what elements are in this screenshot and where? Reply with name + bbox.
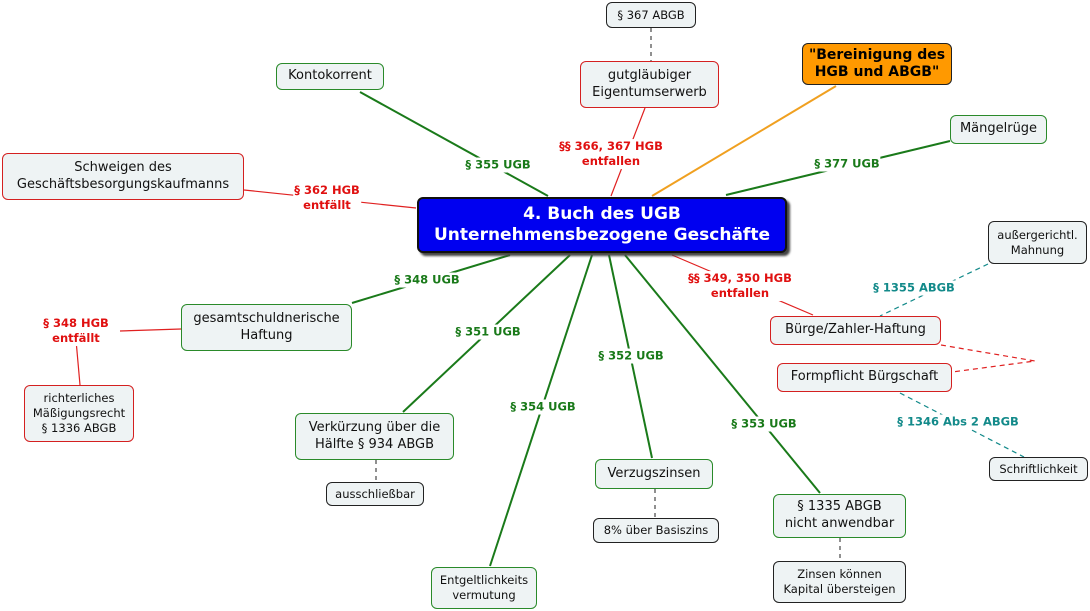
node-verzugszinsen[interactable]: Verzugszinsen	[595, 459, 713, 489]
label-377-ugb: § 377 UGB	[813, 156, 881, 172]
node-buerge[interactable]: Bürge/Zahler-Haftung	[770, 316, 941, 345]
label-351-ugb: § 351 UGB	[454, 324, 522, 340]
node-richterliches[interactable]: richterliches Mäßigungsrecht § 1336 ABGB	[24, 385, 134, 442]
label-348-ugb: § 348 UGB	[393, 272, 461, 288]
line-buerge-formpflicht	[940, 344, 1036, 373]
node-zinsen[interactable]: Zinsen können Kapital übersteigen	[773, 561, 906, 603]
label-1355-abgb: § 1355 ABGB	[872, 280, 956, 296]
node-mahnung[interactable]: außergerichtl. Mahnung	[988, 221, 1087, 264]
label-348-hgb: § 348 HGB entfällt	[42, 316, 110, 346]
line-kontokorrent	[359, 91, 549, 197]
line-bereinigung	[651, 85, 837, 197]
line-mahnung	[879, 263, 989, 317]
node-bereinigung[interactable]: "Bereinigung des HGB und ABGB"	[802, 43, 952, 85]
label-355-ugb: § 355 UGB	[464, 157, 532, 173]
node-entgeltlichkeit[interactable]: Entgeltlichkeits vermutung	[431, 567, 537, 609]
label-354-ugb: § 354 UGB	[509, 399, 577, 415]
label-352-ugb: § 352 UGB	[597, 348, 665, 364]
node-kontokorrent[interactable]: Kontokorrent	[276, 63, 384, 90]
node-schweigen[interactable]: Schweigen des Geschäftsbesorgungskaufman…	[2, 153, 244, 200]
node-1335-abgb[interactable]: § 1335 ABGB nicht anwendbar	[773, 494, 906, 538]
label-362-hgb: § 362 HGB entfällt	[293, 183, 361, 213]
node-ausschliessbar[interactable]: ausschließbar	[326, 482, 424, 506]
node-verkuerzung[interactable]: Verkürzung über die Hälfte § 934 ABGB	[295, 413, 454, 460]
label-349-350-hgb: §§ 349, 350 HGB entfallen	[687, 271, 793, 301]
node-367-abgb[interactable]: § 367 ABGB	[606, 2, 696, 28]
central-topic[interactable]: 4. Buch des UGB Unternehmensbezogene Ges…	[417, 197, 787, 253]
node-maengelruege[interactable]: Mängelrüge	[950, 115, 1047, 144]
node-gesamtschuldnerisch[interactable]: gesamtschuldnerische Haftung	[181, 304, 352, 351]
label-366-367-hgb: §§ 366, 367 HGB entfallen	[558, 139, 664, 169]
label-1346-abgb: § 1346 Abs 2 ABGB	[896, 414, 1020, 430]
label-353-ugb: § 353 UGB	[730, 416, 798, 432]
node-gutglaeubig[interactable]: gutgläubiger Eigentumserwerb	[580, 61, 719, 108]
line-1335	[624, 254, 821, 494]
node-formpflicht[interactable]: Formpflicht Bürgschaft	[777, 363, 952, 392]
line-richterlich	[75, 339, 81, 386]
node-schriftlichkeit[interactable]: Schriftlichkeit	[989, 457, 1088, 481]
node-basiszins[interactable]: 8% über Basiszins	[593, 518, 719, 543]
